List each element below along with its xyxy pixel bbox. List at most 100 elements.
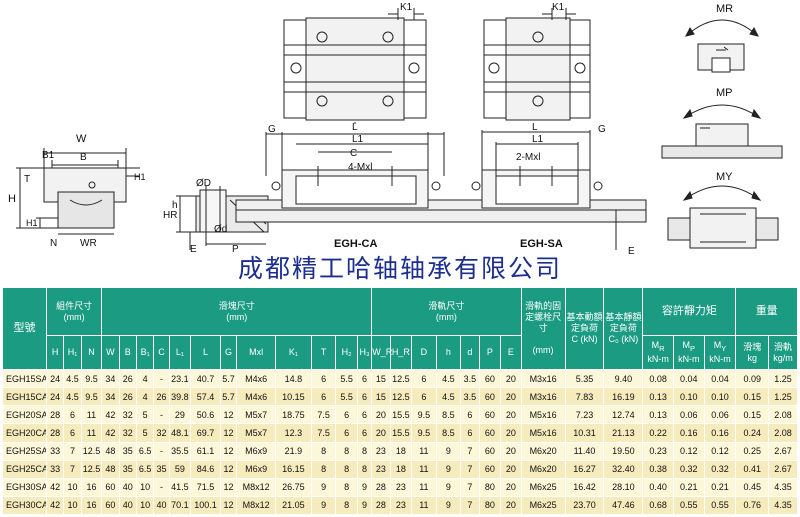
th-rail-1: H_R — [389, 335, 413, 370]
table-cell: 8 — [335, 441, 358, 461]
th-rail-6: E — [500, 335, 522, 370]
table-cell: 35 — [153, 459, 170, 479]
table-cell: 80 — [478, 477, 502, 497]
table-cell: 2.67 — [768, 441, 798, 461]
table-cell: 23 — [371, 441, 391, 461]
table-cell: M8x12 — [236, 495, 277, 516]
th-assembly-1: H₁ — [63, 335, 82, 370]
table-cell: 7 — [460, 495, 480, 516]
table-cell: 20 — [500, 423, 522, 443]
table-cell: 57.4 — [190, 387, 221, 407]
th-assembly-0: H — [45, 335, 65, 370]
table-cell: 23 — [389, 495, 413, 516]
table-cell: 6 — [335, 423, 358, 443]
table-cell: 11 — [80, 405, 103, 425]
table-cell: 7 — [460, 477, 480, 497]
table-cell: - — [153, 441, 170, 461]
table-cell: 16.27 — [564, 459, 605, 479]
table-cell: 24 — [45, 387, 65, 407]
table-cell: 42 — [45, 477, 65, 497]
table-cell: 0.15 — [735, 405, 770, 425]
table-cell: 34 — [101, 368, 120, 389]
table-cell: 42 — [101, 405, 120, 425]
th-block: 滑塊尺寸(mm) — [101, 287, 373, 336]
table-cell: 12.5 — [80, 459, 103, 479]
table-cell: M4x6 — [236, 387, 277, 407]
th-bolt: 滑軌的固定螺栓尺寸(mm) — [520, 287, 566, 370]
th-rail-4: d — [460, 335, 480, 370]
table-cell: 23 — [389, 477, 413, 497]
table-cell: 16 — [80, 495, 103, 516]
table-cell: 0.23 — [642, 441, 674, 461]
table-cell: 4.5 — [63, 387, 82, 407]
table-cell: 7 — [63, 441, 82, 461]
table-cell: 34 — [101, 387, 120, 407]
model-cell: EGH15SA — [2, 368, 47, 389]
table-cell: 0.04 — [703, 368, 737, 389]
table-cell: 20 — [500, 368, 522, 389]
table-cell: 7.23 — [564, 405, 605, 425]
dim-l1-ca: L1 — [352, 134, 364, 145]
th-block-1: B — [118, 335, 137, 370]
table-cell: 35 — [118, 459, 137, 479]
table-cell: 0.55 — [672, 495, 705, 516]
table-cell: 8 — [356, 441, 373, 461]
table-cell: 0.04 — [672, 368, 705, 389]
table-cell: 48.1 — [168, 423, 192, 443]
table-cell: 9.5 — [80, 387, 103, 407]
table-cell: - — [153, 405, 170, 425]
dim-k1-left: K1 — [400, 2, 413, 13]
table-cell: 12 — [219, 423, 238, 443]
table-cell: 26 — [118, 368, 137, 389]
th-rail-2: D — [411, 335, 437, 370]
table-cell: 12.5 — [389, 368, 413, 389]
table-cell: 10.15 — [275, 387, 312, 407]
table-cell: 6 — [356, 423, 373, 443]
table-cell: 9.5 — [411, 405, 437, 425]
table-cell: - — [153, 477, 170, 497]
table-cell: 6 — [356, 368, 373, 389]
table-cell: 60 — [478, 387, 502, 407]
dim-h1-top: H1 — [134, 172, 146, 182]
table-cell: 20 — [500, 441, 522, 461]
dim-p: P — [232, 244, 239, 255]
table-cell: 8.5 — [435, 405, 462, 425]
table-cell: 59 — [168, 459, 192, 479]
table-cell: 42 — [101, 423, 120, 443]
top-view-sa — [483, 8, 591, 121]
table-cell: 84.6 — [190, 459, 221, 479]
dim-h-small: h — [172, 200, 178, 211]
table-cell: 0.25 — [735, 441, 770, 461]
model-cell: EGH30CA — [2, 495, 47, 516]
table-cell: 6 — [335, 405, 358, 425]
th-block-4: L₁ — [168, 335, 192, 370]
dim-n: N — [50, 238, 57, 249]
table-cell: 7.5 — [310, 423, 337, 443]
table-cell: 0.13 — [642, 405, 674, 425]
table-cell: 10 — [63, 477, 82, 497]
th-block-3: C — [153, 335, 170, 370]
model-cell: EGH25CA — [2, 459, 47, 479]
table-cell: 9 — [435, 441, 462, 461]
dim-g-sa: G — [598, 124, 606, 135]
table-cell: 9.5 — [80, 368, 103, 389]
table-cell: 6 — [411, 368, 437, 389]
table-cell: 0.12 — [672, 441, 705, 461]
dim-l-ca: L — [352, 122, 358, 133]
table-cell: 23.70 — [564, 495, 605, 516]
moment-mp-diagram — [661, 104, 783, 159]
th-assembly-2: N — [80, 335, 103, 370]
table-cell: 60 — [101, 495, 120, 516]
table-cell: 23.1 — [168, 368, 192, 389]
model-cell: EGH30SA — [2, 477, 47, 497]
table-cell: 2.08 — [768, 423, 798, 443]
model-cell: EGH15CA — [2, 387, 47, 407]
table-cell: M5x16 — [520, 405, 566, 425]
